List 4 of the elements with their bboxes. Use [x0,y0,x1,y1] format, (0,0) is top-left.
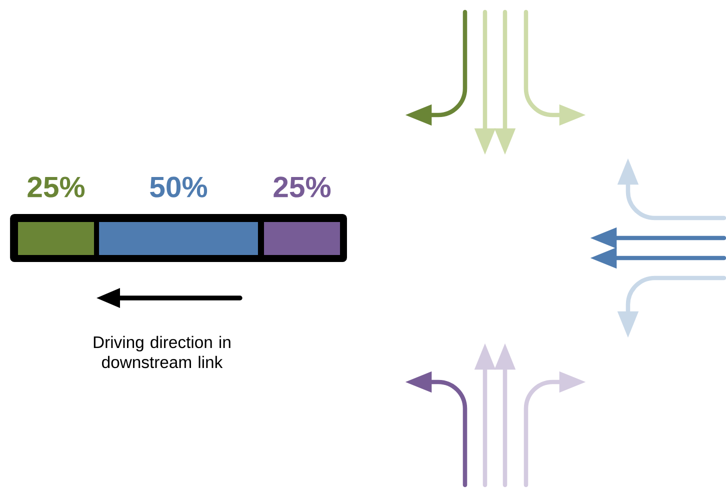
percentage-label: 50% [150,176,208,198]
percentage-label: 25% [28,176,85,198]
caption-text: Driving direction in downstream link [94,336,230,368]
percentage-label: 25% [274,176,331,198]
